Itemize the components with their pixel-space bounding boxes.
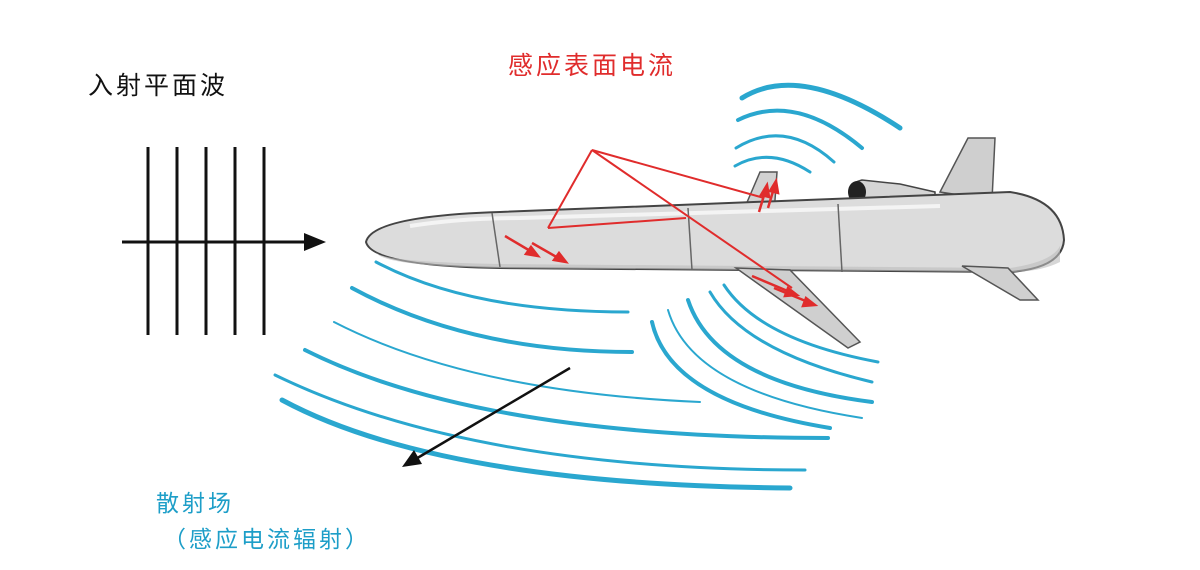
missile-body-shade [376, 246, 1060, 272]
scatter-arc [279, 397, 793, 491]
missile-seam [837, 203, 843, 273]
current-pointer-line [547, 217, 687, 229]
surface-current-label: 感应表面电流 [508, 51, 677, 80]
missile-wing [733, 267, 862, 349]
surface-current-arrows [504, 177, 819, 308]
current-arrow-icon [751, 274, 791, 294]
missile-seam [491, 212, 501, 268]
scattered-field-waves-left [273, 260, 830, 491]
scattered-field-label: 散射场 [156, 491, 234, 517]
incident-wave-label: 入射平面波 [88, 71, 229, 100]
scatter-arrow-icon [402, 450, 422, 467]
scatter-arc [333, 321, 701, 403]
current-pointer-line [591, 149, 765, 199]
missile-tail-fin [938, 137, 996, 201]
incident-plane-wave [122, 147, 312, 335]
scatter-arc [734, 134, 836, 164]
missile [364, 137, 1066, 349]
scatter-arc [708, 290, 874, 384]
scattered-field-waves-right [650, 283, 880, 430]
missile-seam [687, 207, 693, 271]
scattered-field-note: （感应电流辐射） [163, 527, 371, 553]
scattered-field-waves-top [733, 82, 903, 174]
scatter-arc [303, 348, 830, 440]
current-arrow-icon [773, 286, 809, 304]
scatter-arc [650, 320, 832, 430]
scatter-direction-line [413, 366, 571, 462]
surface-current-pointers [547, 149, 793, 289]
missile-rear-stabilizer [961, 265, 1040, 301]
current-pointer-line [591, 149, 793, 289]
current-arrow-icon [504, 234, 533, 254]
missile-body [364, 190, 1066, 274]
scatter-arc [350, 286, 634, 354]
incident-arrow-icon [304, 233, 326, 251]
scatter-arc [273, 373, 807, 472]
scatter-arc [739, 82, 903, 131]
scatter-arc [374, 260, 630, 314]
scatter-arc [667, 309, 863, 419]
scatter-arc [736, 108, 864, 150]
scatter-arc [733, 155, 812, 174]
scatter-arc [686, 298, 874, 404]
missile-body-highlight [409, 204, 941, 228]
scatter-arc [722, 283, 880, 364]
current-pointer-line [547, 149, 593, 229]
